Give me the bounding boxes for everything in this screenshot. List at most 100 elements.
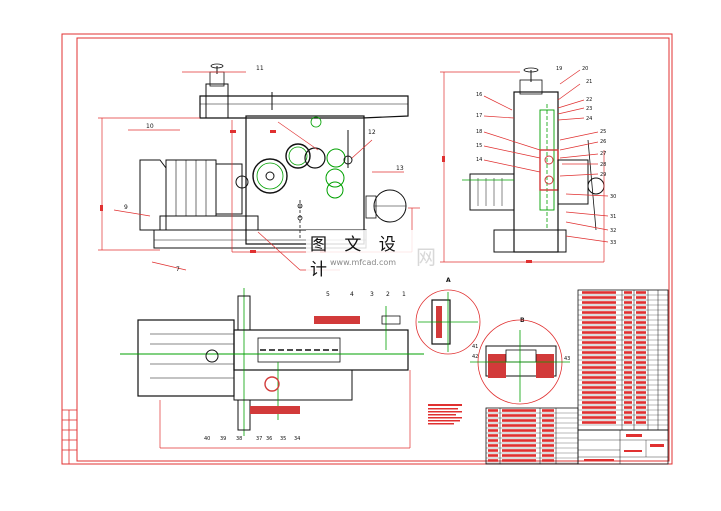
balloon-32: 32 (610, 228, 616, 234)
balloon-19: 19 (556, 66, 562, 72)
parts-cell-text (636, 411, 646, 414)
balloon-35: 35 (280, 436, 286, 442)
parts-cell-text (582, 421, 616, 424)
parts-cell-text (488, 434, 498, 437)
balloon-21: 21 (586, 79, 592, 85)
outer-frame (61, 33, 673, 465)
parts-cell-text (502, 429, 536, 432)
watermark-brand-glyph: 网 (416, 244, 436, 269)
parts-cell-text (636, 336, 646, 339)
watermark: 图 文 设 计 网 (306, 230, 436, 280)
parts-cell-text (636, 361, 646, 364)
parts-cell-text (582, 371, 616, 374)
parts-cell-text (636, 371, 646, 374)
balloon-34: 34 (294, 436, 300, 442)
parts-cell-text (582, 356, 616, 359)
parts-cell-text (502, 424, 536, 427)
parts-cell-text (488, 409, 498, 412)
parts-cell-text (624, 346, 632, 349)
parts-cell-text (636, 381, 646, 384)
parts-cell-text (624, 341, 632, 344)
parts-cell-text (624, 421, 632, 424)
parts-cell-text (624, 406, 632, 409)
parts-cell-text (582, 366, 616, 369)
parts-cell-text (624, 366, 632, 369)
parts-cell-text (488, 414, 498, 417)
balloon-4: 4 (350, 291, 354, 298)
balloon-2: 2 (386, 291, 390, 298)
balloon-16: 16 (476, 92, 482, 98)
parts-cell-text (542, 459, 554, 462)
parts-cell-text (636, 296, 646, 299)
front-view: 11 10 9 7 12 13 (98, 63, 420, 273)
parts-list-bottom (485, 407, 579, 465)
balloon-33: 33 (610, 240, 616, 246)
balloon-3: 3 (370, 291, 374, 298)
balloon-7: 7 (176, 266, 180, 273)
balloon-43: 43 (564, 356, 570, 362)
parts-cell-text (582, 306, 616, 309)
balloon-25: 25 (600, 129, 606, 135)
balloon-37: 37 (256, 436, 262, 442)
parts-cell-text (624, 391, 632, 394)
parts-cell-text (542, 454, 554, 457)
parts-cell-text (636, 351, 646, 354)
parts-cell-text (502, 444, 536, 447)
section-a-label: A (446, 277, 451, 284)
parts-cell-text (624, 306, 632, 309)
parts-cell-text (636, 376, 646, 379)
parts-cell-text (582, 376, 616, 379)
parts-cell-text (542, 429, 554, 432)
parts-cell-text (542, 424, 554, 427)
parts-cell-text (636, 316, 646, 319)
balloon-20: 20 (582, 66, 588, 72)
parts-cell-text (636, 421, 646, 424)
parts-cell-text (636, 341, 646, 344)
parts-cell-text (624, 316, 632, 319)
parts-cell-text (636, 311, 646, 314)
parts-cell-text (636, 346, 646, 349)
balloon-17: 17 (476, 113, 482, 119)
parts-cell-text (542, 409, 554, 412)
parts-cell-text (582, 411, 616, 414)
parts-cell-text (582, 311, 616, 314)
balloon-11: 11 (256, 65, 264, 72)
parts-cell-text (488, 429, 498, 432)
balloon-26: 26 (600, 139, 606, 145)
parts-cell-text (542, 444, 554, 447)
binding-strip (62, 409, 77, 464)
balloon-29: 29 (600, 172, 606, 178)
balloon-24: 24 (586, 116, 592, 122)
parts-cell-text (636, 406, 646, 409)
balloon-15: 15 (476, 143, 482, 149)
watermark-url: www.mfcad.com (330, 258, 397, 267)
balloon-23: 23 (586, 106, 592, 112)
parts-cell-text (636, 326, 646, 329)
parts-cell-text (636, 366, 646, 369)
parts-cell-text (624, 336, 632, 339)
balloon-40: 40 (204, 436, 210, 442)
parts-cell-text (488, 439, 498, 442)
parts-cell-text (542, 439, 554, 442)
parts-list-right (577, 289, 669, 431)
watermark-text: 图 文 设 计 (306, 230, 414, 280)
balloon-18: 18 (476, 129, 482, 135)
parts-cell-text (488, 459, 498, 462)
parts-cell-text (624, 371, 632, 374)
balloon-39: 39 (220, 436, 226, 442)
parts-cell-text (582, 291, 616, 294)
parts-cell-text (582, 321, 616, 324)
balloon-41: 41 (472, 344, 478, 350)
parts-cell-text (488, 449, 498, 452)
parts-cell-text (624, 401, 632, 404)
detail-section-b: B 41 42 43 (470, 317, 570, 405)
balloon-10: 10 (146, 123, 154, 130)
parts-cell-text (502, 439, 536, 442)
side-view: 19 16 17 18 15 14 20 21 22 23 24 25 26 2… (440, 66, 616, 263)
parts-cell-text (624, 356, 632, 359)
parts-cell-text (502, 449, 536, 452)
parts-cell-text (582, 381, 616, 384)
parts-cell-text (502, 434, 536, 437)
parts-cell-text (636, 306, 646, 309)
parts-cell-text (624, 326, 632, 329)
